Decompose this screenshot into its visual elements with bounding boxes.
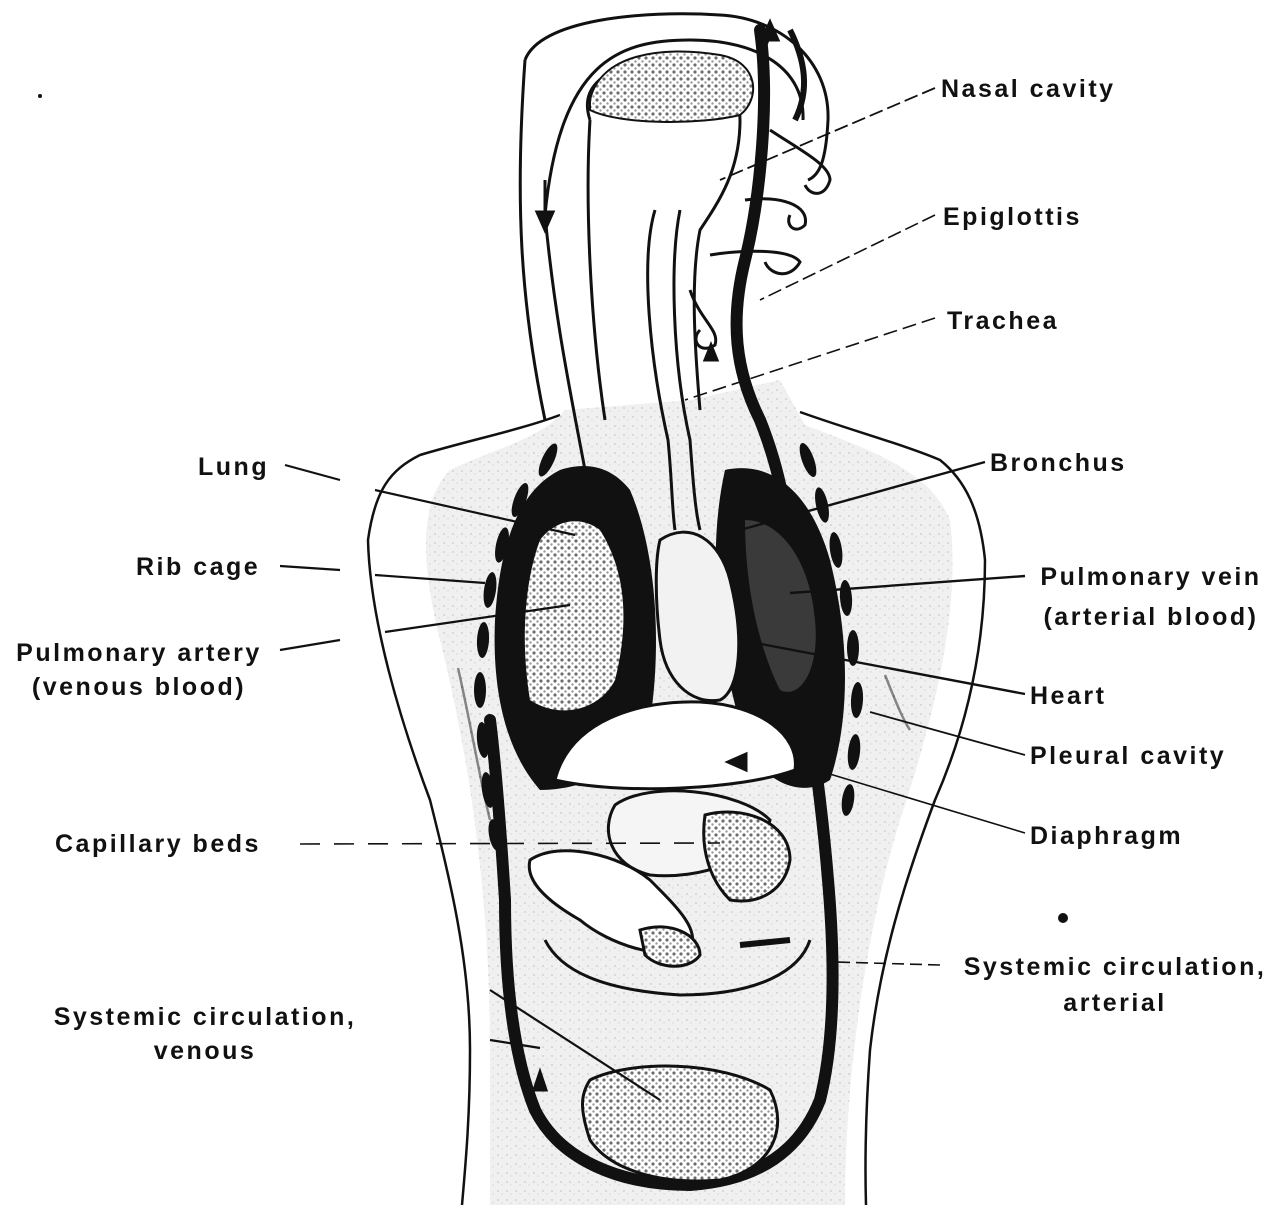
label-systemic-venous-line2: venous — [45, 1034, 365, 1068]
stray-dot — [1058, 913, 1068, 923]
label-heart: Heart — [1030, 679, 1106, 713]
tongue-curl — [710, 251, 800, 273]
label-pulmonary-vein: Pulmonary vein (arterial blood) — [1026, 560, 1276, 634]
label-bronchus: Bronchus — [990, 446, 1127, 480]
label-pulmonary-vein-line2: (arterial blood) — [1026, 600, 1276, 634]
label-pulmonary-vein-line1: Pulmonary vein — [1026, 560, 1276, 594]
label-trachea: Trachea — [947, 304, 1059, 338]
leader-trachea — [685, 318, 935, 400]
label-rib-cage: Rib cage — [136, 550, 260, 584]
label-pulmonary-artery: Pulmonary artery (venous blood) — [6, 636, 272, 704]
neck-inner-contour — [588, 120, 605, 420]
head-capillary-bed — [590, 51, 753, 122]
label-systemic-arterial-line2: arterial — [950, 986, 1280, 1020]
left-neck-tube-outer — [520, 60, 545, 420]
label-diaphragm: Diaphragm — [1030, 819, 1183, 853]
label-systemic-arterial-line1: Systemic circulation, — [950, 950, 1280, 984]
label-pulmonary-artery-line2: (venous blood) — [6, 670, 272, 704]
leader-epiglottis — [760, 215, 935, 300]
label-epiglottis: Epiglottis — [943, 200, 1082, 234]
stray-dot-small — [38, 94, 42, 98]
label-systemic-arterial: Systemic circulation, arterial — [950, 950, 1280, 1020]
label-systemic-venous-line1: Systemic circulation, — [45, 1000, 365, 1034]
left-lung-alveoli — [525, 521, 624, 710]
label-pleural-cavity: Pleural cavity — [1030, 739, 1226, 773]
arrow-left-down-head — [537, 212, 553, 230]
label-lung: Lung — [198, 450, 269, 484]
label-pulmonary-artery-line1: Pulmonary artery — [6, 636, 272, 670]
leader-capillary — [300, 843, 720, 844]
label-capillary-beds: Capillary beds — [55, 827, 261, 861]
label-systemic-venous: Systemic circulation, venous — [45, 1000, 365, 1068]
label-nasal-cavity: Nasal cavity — [941, 72, 1116, 106]
